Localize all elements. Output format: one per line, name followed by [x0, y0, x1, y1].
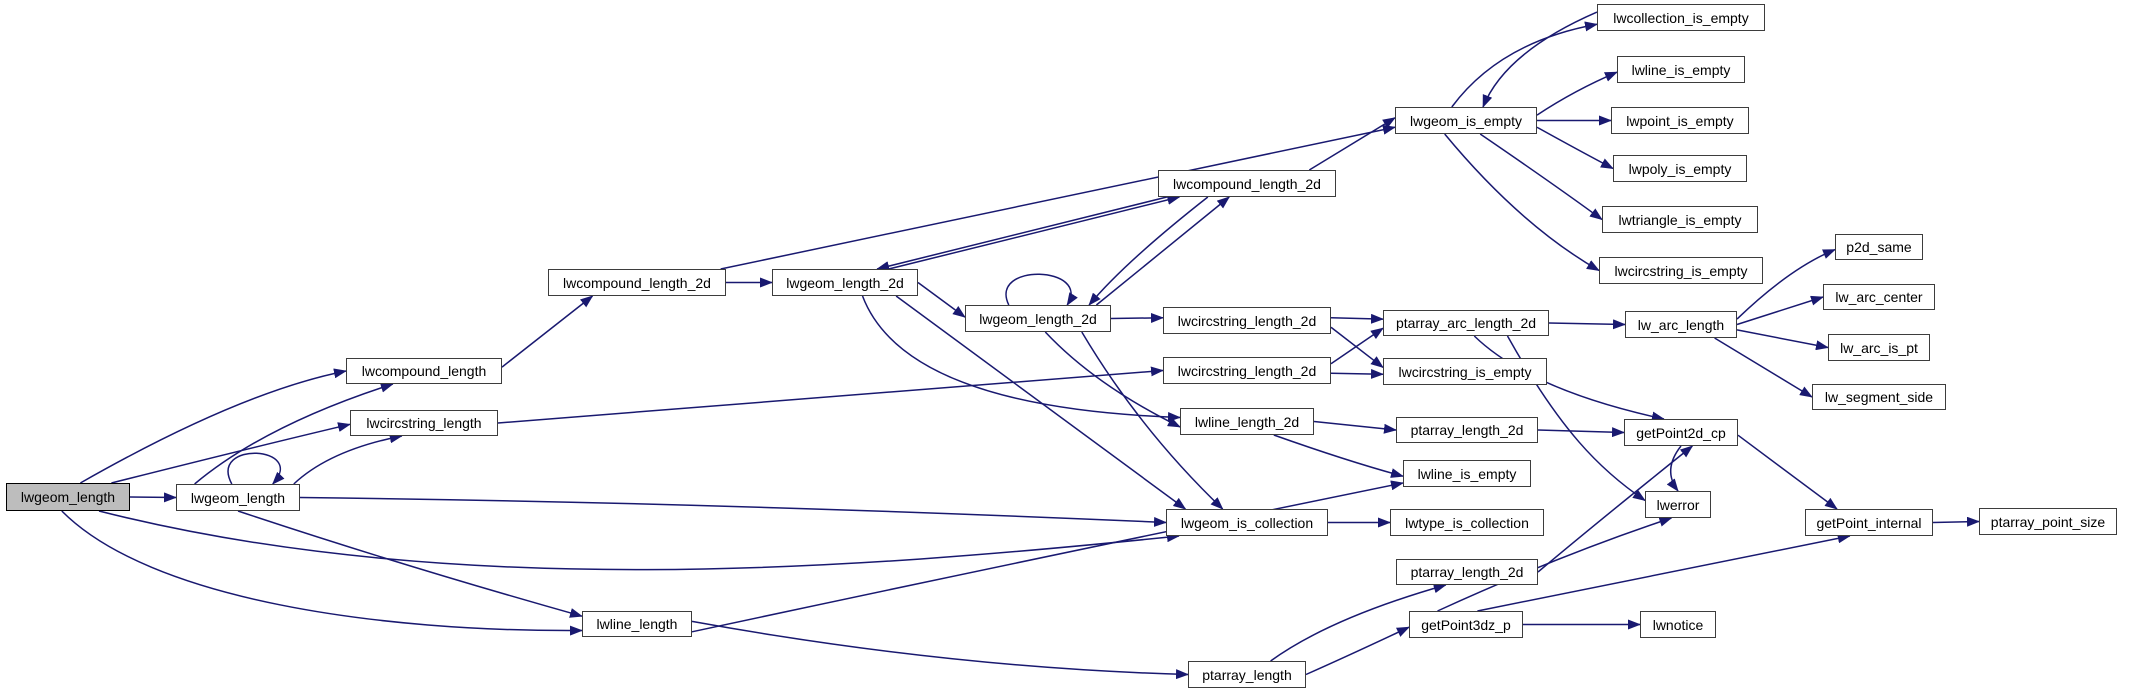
call-edge-collempty-isempty — [1482, 11, 1598, 108]
call-edge-arclen-p2dsame — [1736, 248, 1836, 320]
graph-node-circlen[interactable]: lwcircstring_length — [350, 410, 498, 436]
graph-node-segside[interactable]: lw_segment_side — [1812, 384, 1946, 410]
graph-node-getint[interactable]: getPoint_internal — [1805, 509, 1933, 536]
call-edge-comp2d_b-isempty — [1308, 117, 1396, 171]
call-edge-len2-len2 — [227, 452, 285, 485]
graph-node-lwnotice[interactable]: lwnotice — [1640, 611, 1716, 638]
call-edge-arclen-segside — [1714, 337, 1813, 398]
call-edge-root-complen — [80, 368, 347, 484]
graph-node-geom2d_b[interactable]: lwgeom_length_2d — [965, 305, 1111, 332]
call-edge-geom2d_a-line2d — [861, 295, 1181, 423]
graph-node-arcispt[interactable]: lw_arc_is_pt — [1828, 334, 1930, 361]
graph-node-ptlen2d_b[interactable]: ptarray_length_2d — [1396, 559, 1538, 585]
call-edge-get3dz-lwerror — [1437, 517, 1673, 612]
graph-node-geom2d_a[interactable]: lwgeom_length_2d — [772, 269, 918, 296]
graph-node-lineempty_a[interactable]: lwline_is_empty — [1617, 56, 1745, 83]
call-edge-geom2d_a-iscoll — [895, 295, 1187, 510]
call-edge-isempty-lineempty_a — [1536, 71, 1618, 116]
graph-node-collempty[interactable]: lwcollection_is_empty — [1597, 4, 1765, 31]
call-edge-get2d-getint — [1737, 434, 1838, 510]
graph-node-circempty_a[interactable]: lwcircstring_is_empty — [1599, 257, 1763, 284]
call-edge-len2-complen — [194, 382, 394, 485]
graph-node-iscoll[interactable]: lwgeom_is_collection — [1166, 509, 1328, 536]
call-edge-complen-comp2d_a — [501, 295, 594, 368]
graph-node-linelen[interactable]: lwline_length — [582, 611, 692, 637]
graph-node-get2d[interactable]: getPoint2d_cp — [1624, 419, 1738, 446]
call-edge-linelen-ptlen — [691, 620, 1189, 680]
call-edge-geom2d_b-iscoll — [1081, 331, 1224, 510]
graph-node-ptsize[interactable]: ptarray_point_size — [1979, 508, 2117, 535]
graph-node-polyempty[interactable]: lwpoly_is_empty — [1613, 155, 1747, 182]
call-edge-ptlen-ptlen2d_b — [1270, 583, 1447, 662]
call-edge-ptlen2d_b-get2d — [1537, 445, 1694, 573]
call-edge-circ2d_a-circempty_b — [1330, 326, 1384, 369]
call-edge-root-iscoll — [98, 510, 1180, 571]
graph-node-arclen[interactable]: lw_arc_length — [1625, 311, 1737, 338]
call-edge-len2-iscoll — [299, 496, 1167, 527]
graph-node-len2[interactable]: lwgeom_length — [176, 484, 300, 511]
call-edge-comp2d_b-geom2d_b — [1088, 196, 1209, 306]
graph-node-comp2d_a[interactable]: lwcompound_length_2d — [548, 269, 726, 296]
call-edge-geom2d_b-geom2d_b — [1005, 273, 1078, 306]
call-edge-get3dz-getint — [1477, 533, 1851, 612]
call-edge-circ2d_b-arc2d — [1330, 327, 1384, 365]
graph-node-isempty[interactable]: lwgeom_is_empty — [1395, 107, 1537, 134]
graph-node-pointempty[interactable]: lwpoint_is_empty — [1611, 107, 1749, 134]
graph-node-triempty[interactable]: lwtriangle_is_empty — [1602, 206, 1758, 233]
graph-node-circempty_b[interactable]: lwcircstring_is_empty — [1383, 358, 1547, 385]
call-edge-ptlen-get3dz — [1305, 626, 1410, 676]
call-edge-circ2d_b-circempty_b — [1330, 368, 1384, 379]
call-edge-isempty-collempty — [1451, 21, 1598, 108]
call-edge-arclen-arccenter — [1736, 295, 1824, 326]
call-edge-circ2d_a-arc2d — [1330, 313, 1384, 324]
call-edge-geom2d_a-geom2d_b — [917, 281, 966, 318]
graph-node-ptlen2d_a[interactable]: ptarray_length_2d — [1396, 417, 1538, 443]
graph-node-arccenter[interactable]: lw_arc_center — [1823, 284, 1935, 310]
graph-node-lineempty_b[interactable]: lwline_is_empty — [1403, 460, 1531, 487]
graph-node-circ2d_a[interactable]: lwcircstring_length_2d — [1163, 307, 1331, 334]
call-edge-comp2d_a-isempty — [720, 124, 1396, 270]
graph-node-root[interactable]: lwgeom_length — [6, 483, 130, 511]
call-edge-len2-linelen — [237, 510, 583, 618]
call-edge-root-linelen — [61, 510, 583, 636]
graph-node-complen[interactable]: lwcompound_length — [346, 358, 502, 384]
call-edge-geom2d_b-comp2d_b — [1095, 196, 1230, 306]
call-edge-arc2d-get2d — [1473, 335, 1665, 422]
call-edge-arc2d-arclen — [1548, 319, 1626, 330]
call-edge-geom2d_b-line2d — [1044, 331, 1181, 428]
graph-node-line2d[interactable]: lwline_length_2d — [1180, 408, 1314, 435]
call-edge-ptlen2d_a-get2d — [1537, 427, 1625, 438]
call-edge-line2d-lineempty_b — [1273, 434, 1404, 478]
graph-node-get3dz[interactable]: getPoint3dz_p — [1409, 611, 1523, 638]
call-edge-line2d-ptlen2d_a — [1313, 420, 1397, 434]
graph-node-p2dsame[interactable]: p2d_same — [1835, 234, 1923, 260]
graph-node-typecoll[interactable]: lwtype_is_collection — [1390, 509, 1544, 536]
call-edge-comp2d_b-geom2d_a — [876, 196, 1168, 271]
call-edge-get2d-lwerror — [1666, 445, 1682, 492]
graph-node-ptlen[interactable]: ptarray_length — [1188, 661, 1306, 688]
call-edge-isempty-triempty — [1479, 133, 1603, 221]
graph-node-circ2d_b[interactable]: lwcircstring_length_2d — [1163, 357, 1331, 384]
call-edge-geom2d_b-circ2d_a — [1110, 312, 1164, 323]
call-edge-arclen-arcispt — [1736, 329, 1829, 351]
call-edge-getint-ptsize — [1932, 516, 1980, 527]
graph-node-lwerror[interactable]: lwerror — [1645, 491, 1711, 518]
call-edge-geom2d_a-comp2d_b — [888, 195, 1181, 270]
call-edge-isempty-circempty_a — [1444, 133, 1600, 272]
call-edge-root-circlen — [111, 422, 351, 484]
graph-node-arc2d[interactable]: ptarray_arc_length_2d — [1383, 310, 1549, 336]
call-edge-linelen-lineempty_b — [691, 480, 1404, 633]
call-edge-root-len2 — [129, 492, 177, 503]
call-edge-len2-circlen — [293, 433, 403, 485]
graph-node-comp2d_b[interactable]: lwcompound_length_2d — [1158, 170, 1336, 197]
call-edge-circlen-circ2d_b — [497, 366, 1164, 424]
call-edge-isempty-polyempty — [1536, 126, 1614, 170]
